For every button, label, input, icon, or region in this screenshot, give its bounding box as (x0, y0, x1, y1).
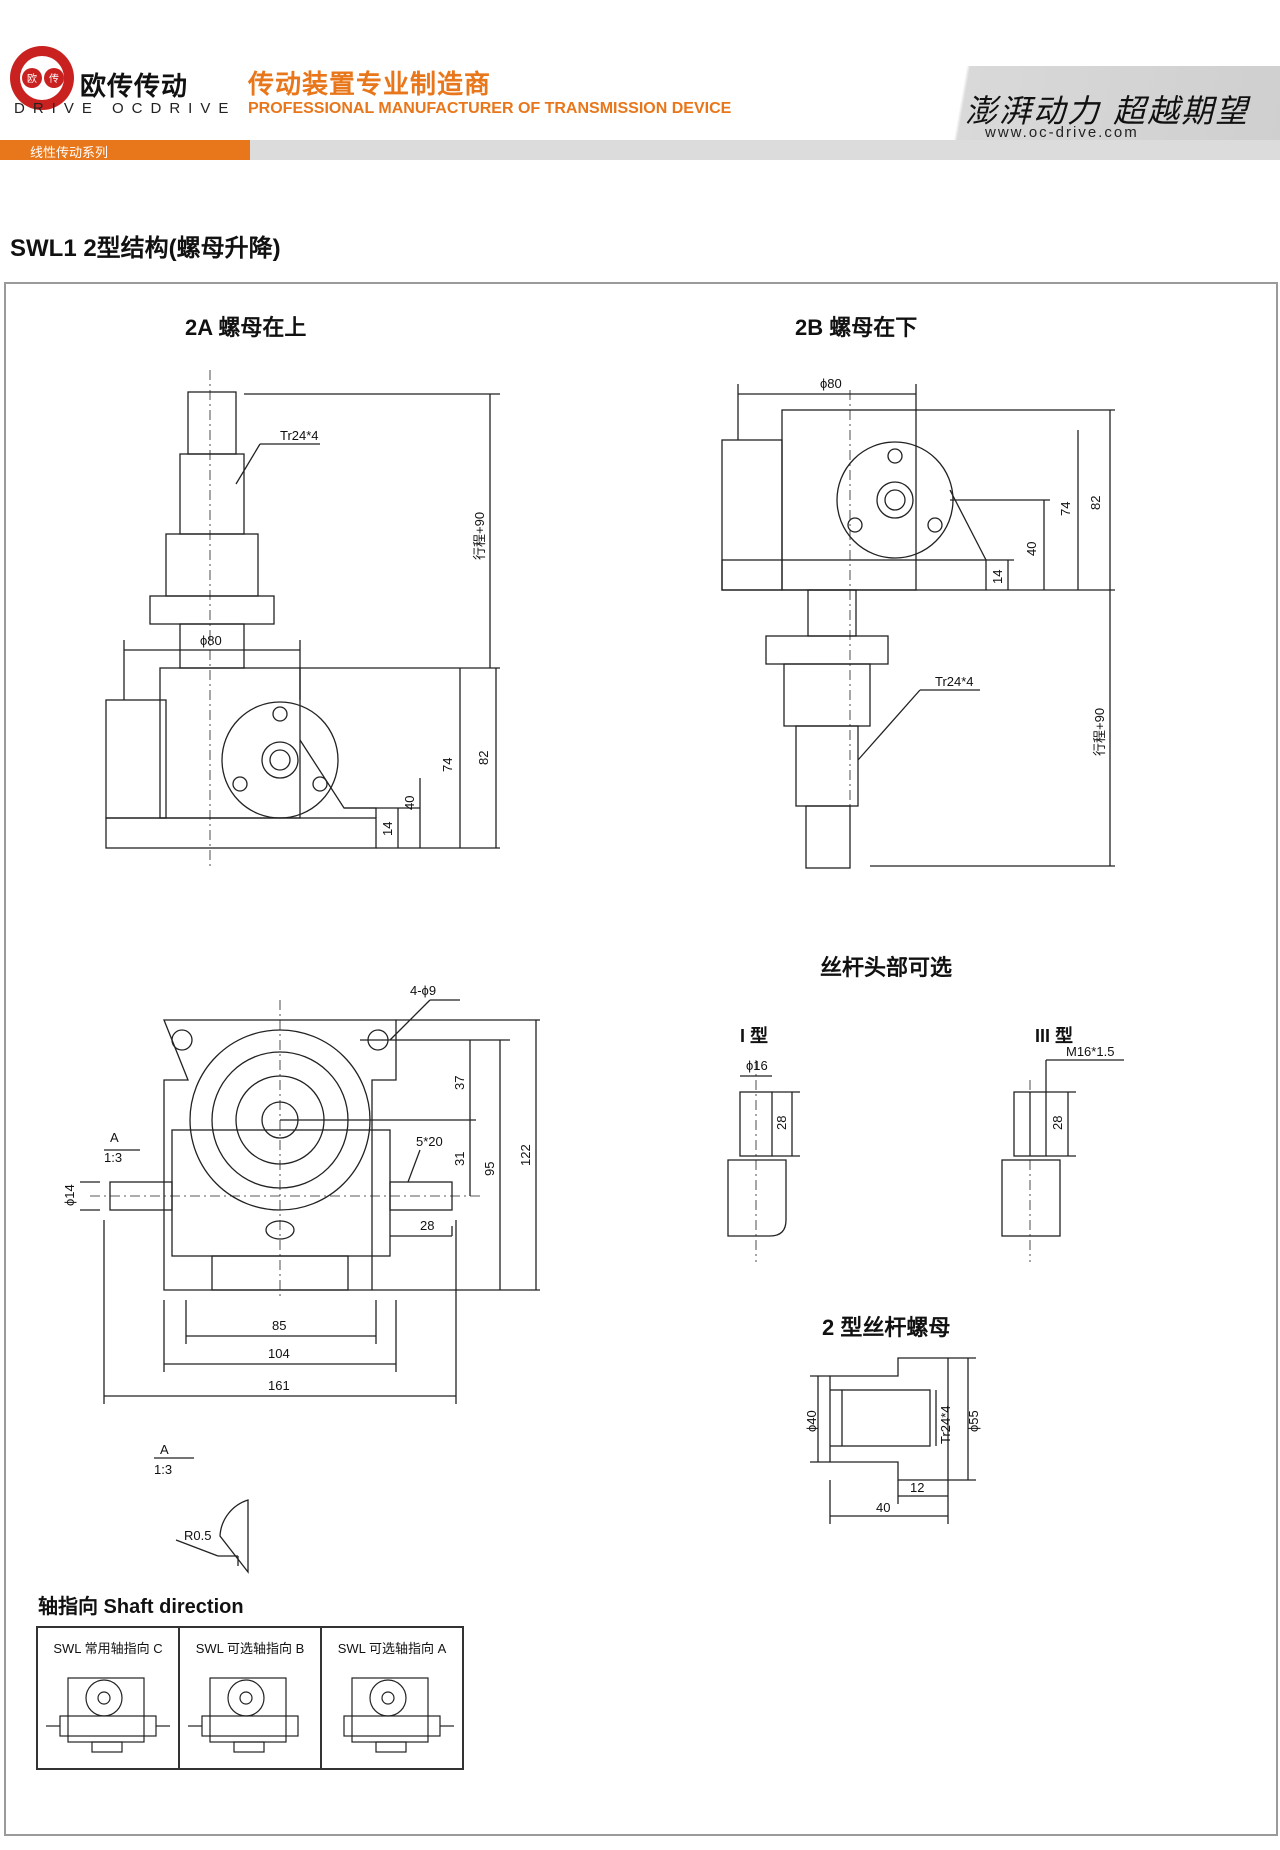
dim-2b-14: 14 (990, 570, 1005, 584)
shaft-option-c: SWL 常用轴指向 C (38, 1628, 180, 1768)
page-title: SWL1 2型结构(螺母升降) (10, 235, 281, 262)
drawing-frame (4, 282, 1278, 1836)
shaft-direction-table: SWL 常用轴指向 C SWL 可选轴指向 B SWL 可选轴指向 A (36, 1626, 464, 1770)
dim-phi16: ϕ16 (746, 1058, 768, 1073)
head-type-iii (1001, 1059, 1124, 1262)
shaft-option-c-label: SWL 常用轴指向 C (53, 1641, 163, 1656)
dim-104: 104 (268, 1346, 290, 1361)
dim-2b-tr24: Tr24*4 (935, 674, 974, 689)
shaft-option-b: SWL 可选轴指向 B (180, 1628, 322, 1768)
dim-r05: R0.5 (184, 1528, 211, 1543)
nut-title: 2 型丝杆螺母 (822, 1315, 951, 1340)
view-2a-title: 2A 螺母在上 (185, 315, 307, 340)
dim-phi55: ϕ55 (966, 1410, 981, 1432)
svg-text:传: 传 (49, 73, 59, 85)
dim-m16: M16*1.5 (1066, 1044, 1114, 1059)
detail-a-ref-scale: 1:3 (104, 1150, 122, 1165)
shaft-c-diagram (46, 1677, 170, 1753)
view-top (80, 999, 540, 1404)
dim-161: 161 (268, 1378, 290, 1393)
dim-37: 37 (452, 1076, 467, 1090)
website: www.oc-drive.com (985, 124, 1139, 141)
dim-holes: 4-ϕ9 (410, 983, 436, 998)
tagline-cn: 传动装置专业制造商 (248, 69, 492, 99)
view-2b-title: 2B 螺母在下 (795, 315, 918, 340)
dim-2a-stroke: 行程+90 (472, 512, 487, 560)
shaft-option-a: SWL 可选轴指向 A (322, 1628, 462, 1768)
slogan: 澎湃动力 超越期望 (965, 92, 1250, 130)
detail-a-scale: 1:3 (154, 1462, 172, 1477)
type-iii-label: III 型 (1035, 1026, 1074, 1046)
detail-a-label: A (160, 1442, 169, 1457)
dim-2a-40: 40 (402, 796, 417, 810)
dim-2b-82: 82 (1088, 496, 1103, 510)
dim-2a-tr24: Tr24*4 (280, 428, 319, 443)
nut-section (810, 1357, 976, 1524)
brand-name-en: DRIVE OCDRIVE (14, 100, 237, 117)
dim-2a-74: 74 (440, 758, 455, 772)
series-tab (0, 140, 250, 160)
detail-a (154, 1457, 249, 1574)
dim-95: 95 (482, 1162, 497, 1176)
dim-2a-phi80: ϕ80 (200, 633, 222, 648)
brand-name-cn: 欧传传动 (80, 71, 189, 101)
dim-85: 85 (272, 1318, 286, 1333)
dim-2b-74: 74 (1058, 502, 1073, 516)
dim-key: 5*20 (416, 1134, 443, 1149)
dim-2b-stroke: 行程+90 (1092, 708, 1107, 756)
view-2a (105, 370, 500, 870)
view-2b (721, 384, 1115, 870)
shaft-option-b-label: SWL 可选轴指向 B (195, 1641, 305, 1656)
header-bar (0, 140, 1280, 160)
dim-122: 122 (518, 1144, 533, 1166)
head-options-title: 丝杆头部可选 (820, 955, 953, 980)
dim-2b-40: 40 (1024, 542, 1039, 556)
dim-iii-28: 28 (1050, 1116, 1065, 1130)
dim-2a-14: 14 (380, 822, 395, 836)
dim-phi40: ϕ40 (804, 1410, 819, 1432)
company-logo: 欧 传 (10, 46, 74, 110)
dim-nut-tr24: Tr24*4 (938, 1405, 953, 1444)
detail-a-ref: A (110, 1130, 119, 1145)
page-header: 欧 传 欧传传动 DRIVE OCDRIVE 传动装置专业制造商 PROFESS… (0, 0, 1280, 160)
dim-2b-phi80: ϕ80 (820, 376, 842, 391)
dim-2a-82: 82 (476, 751, 491, 765)
shaft-a-diagram (343, 1677, 454, 1753)
dim-phi14: ϕ14 (62, 1184, 77, 1206)
shaft-option-a-label: SWL 可选轴指向 A (337, 1641, 447, 1656)
dim-nut-40: 40 (876, 1500, 890, 1515)
dim-nut-12: 12 (910, 1480, 924, 1495)
logo-char: 欧 (27, 73, 37, 85)
tagline-en: PROFESSIONAL MANUFACTURER OF TRANSMISSIO… (248, 100, 732, 117)
dim-31: 31 (452, 1152, 467, 1166)
head-type-i (727, 1060, 800, 1262)
shaft-direction-title: 轴指向 Shaft direction (38, 1596, 244, 1618)
type-i-label: I 型 (740, 1026, 769, 1046)
dim-28: 28 (420, 1218, 434, 1233)
series-label: 线性传动系列 (30, 145, 109, 160)
shaft-b-diagram (188, 1677, 299, 1753)
dim-i-28: 28 (774, 1116, 789, 1130)
